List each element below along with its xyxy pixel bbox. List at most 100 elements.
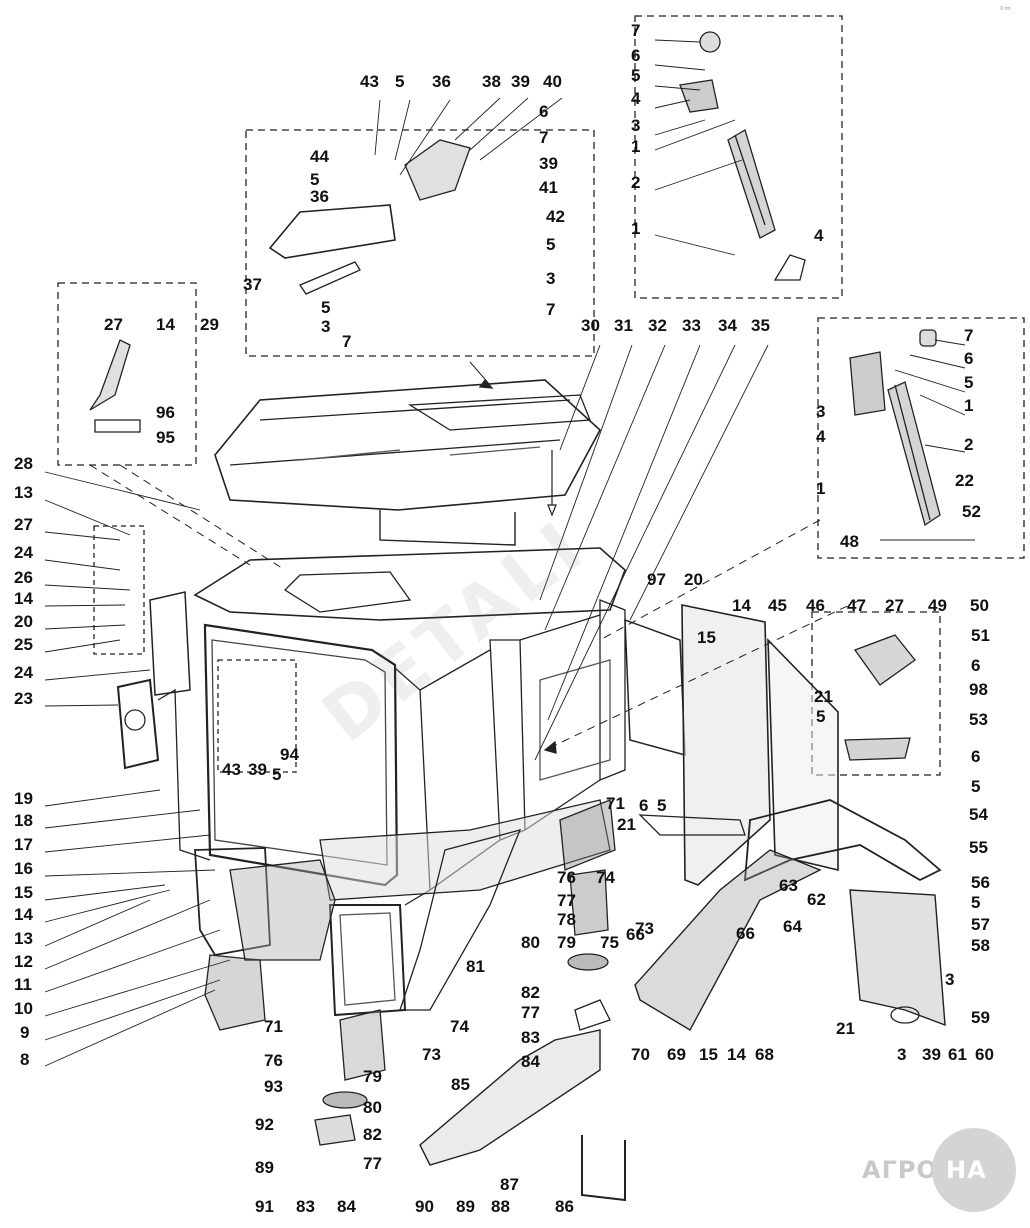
callout-label: 2 xyxy=(631,173,641,192)
callout-label: 2 xyxy=(964,435,974,454)
callout-label: 33 xyxy=(682,316,701,335)
rear-support xyxy=(559,799,616,871)
callout-label: 88 xyxy=(491,1197,510,1216)
callout-label: 9 xyxy=(20,1023,30,1042)
callout-label: 82 xyxy=(363,1125,382,1144)
callout-label: 27 xyxy=(885,596,904,615)
inset-door-handle-frame xyxy=(217,659,297,773)
callout-label: 3 xyxy=(546,269,556,288)
cab-floor xyxy=(319,799,611,901)
callout-label: 13 xyxy=(14,483,33,502)
callout-label: 71 xyxy=(606,794,625,813)
callout-label: 3 xyxy=(631,116,641,135)
gas-strut-top xyxy=(727,129,776,239)
callout-label: 54 xyxy=(969,805,988,824)
callout-label: 44 xyxy=(310,147,329,166)
roof-panel xyxy=(214,379,602,511)
callout-label: 5 xyxy=(631,66,641,85)
inset-hinge-frame xyxy=(57,282,197,466)
callout-label: 75 xyxy=(600,933,619,952)
callout-label: 95 xyxy=(156,428,175,447)
door-lock xyxy=(853,634,916,686)
callout-label: 37 xyxy=(243,275,262,294)
callout-label: 77 xyxy=(557,891,576,910)
callout-label: 1 xyxy=(631,137,641,156)
callout-label: 48 xyxy=(840,532,859,551)
callout-label: 97 xyxy=(647,570,666,589)
callout-label: 89 xyxy=(456,1197,475,1216)
mirror xyxy=(116,678,160,770)
exploded-arrow-4 xyxy=(89,464,251,566)
callout-label: 74 xyxy=(596,868,615,887)
callout-label: 7 xyxy=(539,128,549,147)
callout-label: 18 xyxy=(14,811,33,830)
callout-label: 38 xyxy=(482,72,501,91)
callout-label: 76 xyxy=(557,868,576,887)
front-rail xyxy=(399,829,522,1011)
gas-strut-right xyxy=(887,381,941,527)
callout-label: 43 xyxy=(222,760,241,779)
callout-label: 15 xyxy=(699,1045,718,1064)
callout-label: 73 xyxy=(422,1045,441,1064)
callout-label: 4 xyxy=(816,427,826,446)
callout-label: 14 xyxy=(732,596,751,615)
callout-label: 39 xyxy=(248,760,267,779)
inset-mirror-bracket-frame xyxy=(93,525,145,655)
callout-label: 56 xyxy=(971,873,990,892)
cab-post-front-right xyxy=(394,667,431,906)
callout-label: 86 xyxy=(555,1197,574,1216)
callout-label: 28 xyxy=(14,454,33,473)
callout-label: 42 xyxy=(546,207,565,226)
callout-label: 41 xyxy=(539,178,558,197)
damper-stack xyxy=(569,869,609,936)
logo-text-right: НА xyxy=(946,1156,987,1184)
callout-label: 36 xyxy=(432,72,451,91)
cab-post-rear-right xyxy=(599,599,626,781)
corner-tag: © tm xyxy=(1000,6,1011,12)
inset-roof-hatch-frame xyxy=(245,129,595,357)
callout-label: 76 xyxy=(264,1051,283,1070)
cab-roof-frame xyxy=(193,547,626,621)
callout-label: 19 xyxy=(14,789,33,808)
callout-label: 90 xyxy=(415,1197,434,1216)
callout-label: 84 xyxy=(337,1197,356,1216)
callout-label: 5 xyxy=(971,893,981,912)
fender-panel xyxy=(634,849,822,1031)
callout-label: 14 xyxy=(156,315,175,334)
callout-label: 83 xyxy=(521,1028,540,1047)
mirror-arm xyxy=(157,688,211,861)
callout-label: 6 xyxy=(539,102,549,121)
callout-label: 6 xyxy=(631,46,641,65)
callout-label: 34 xyxy=(718,316,737,335)
mud-flap xyxy=(849,889,946,1027)
callout-label: 92 xyxy=(255,1115,274,1134)
callout-label: 59 xyxy=(971,1008,990,1027)
callout-label: 94 xyxy=(280,745,299,764)
callout-label: 73 xyxy=(635,919,654,938)
leader-lines xyxy=(44,39,975,1067)
callout-label: 24 xyxy=(14,663,33,682)
callout-label: 35 xyxy=(751,316,770,335)
callout-label: 14 xyxy=(727,1045,746,1064)
mount-bracket xyxy=(339,1009,386,1081)
left-door-lower xyxy=(194,847,271,956)
callout-label: 45 xyxy=(768,596,787,615)
callout-label: 21 xyxy=(814,687,833,706)
callout-label: 6 xyxy=(971,656,981,675)
callout-label: 8 xyxy=(20,1050,30,1069)
callout-label: 3 xyxy=(897,1045,907,1064)
callout-label: 30 xyxy=(581,316,600,335)
callout-label: 3 xyxy=(816,402,826,421)
callout-label: 49 xyxy=(928,596,947,615)
callout-label: 43 xyxy=(360,72,379,91)
callout-label: 61 xyxy=(948,1045,967,1064)
callout-label: 71 xyxy=(264,1017,283,1036)
inset-gas-strut-top-frame xyxy=(634,15,843,299)
callout-label: 32 xyxy=(648,316,667,335)
door-glass-right xyxy=(767,637,839,872)
callout-label: 15 xyxy=(697,628,716,647)
callout-label: 98 xyxy=(969,680,988,699)
callout-label: 83 xyxy=(296,1197,315,1216)
callout-label: 5 xyxy=(546,235,556,254)
